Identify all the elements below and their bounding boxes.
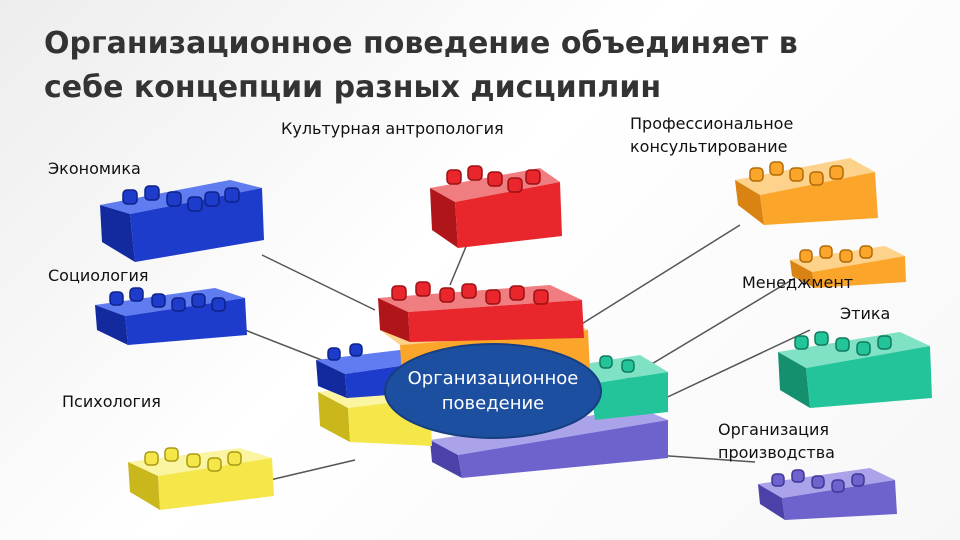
label-psychology: Психология (62, 390, 161, 413)
connector-economics (262, 255, 375, 310)
label-sociology: Социология (48, 264, 148, 287)
connector-psychology (270, 460, 355, 480)
brick-production (758, 468, 897, 520)
brick-ethics (778, 332, 932, 408)
label-ethics: Этика (840, 302, 890, 325)
center-label: Организационное поведение (386, 346, 600, 436)
label-economics: Экономика (48, 157, 141, 180)
label-production-organization: Организация производства (718, 418, 858, 464)
brick-anthropology (430, 166, 562, 248)
connector-consulting (580, 225, 740, 325)
brick-economics (100, 180, 264, 262)
label-professional-consulting: Профессиональное консультирование (630, 112, 820, 158)
label-management: Менеджмент (742, 271, 853, 294)
label-cultural-anthropology: Культурная антропология (281, 117, 504, 140)
brick-consulting (735, 158, 878, 225)
brick-sociology (95, 288, 247, 345)
brick-psychology (128, 448, 274, 510)
